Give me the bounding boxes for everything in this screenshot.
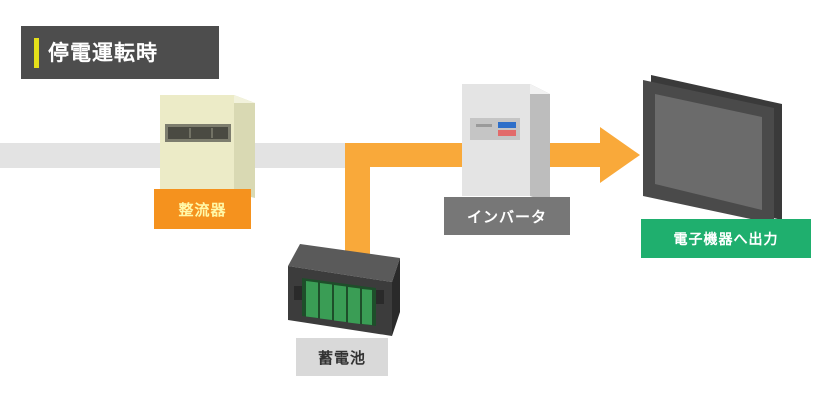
title-accent-bar (34, 38, 39, 68)
page-title: 停電運転時 (48, 41, 158, 65)
rectifier-label: 整流器 (154, 189, 251, 229)
monitor-icon (643, 75, 782, 224)
battery-icon (288, 244, 400, 336)
rectifier-cabinet-icon (160, 95, 255, 198)
battery-label: 蓄電池 (296, 338, 388, 376)
mode-title-box (21, 26, 219, 79)
inverter-label: インバータ (444, 197, 570, 235)
flow-arrow-icon (345, 127, 640, 262)
output-label: 電子機器へ出力 (641, 219, 811, 258)
inverter-cabinet-icon (462, 84, 550, 203)
